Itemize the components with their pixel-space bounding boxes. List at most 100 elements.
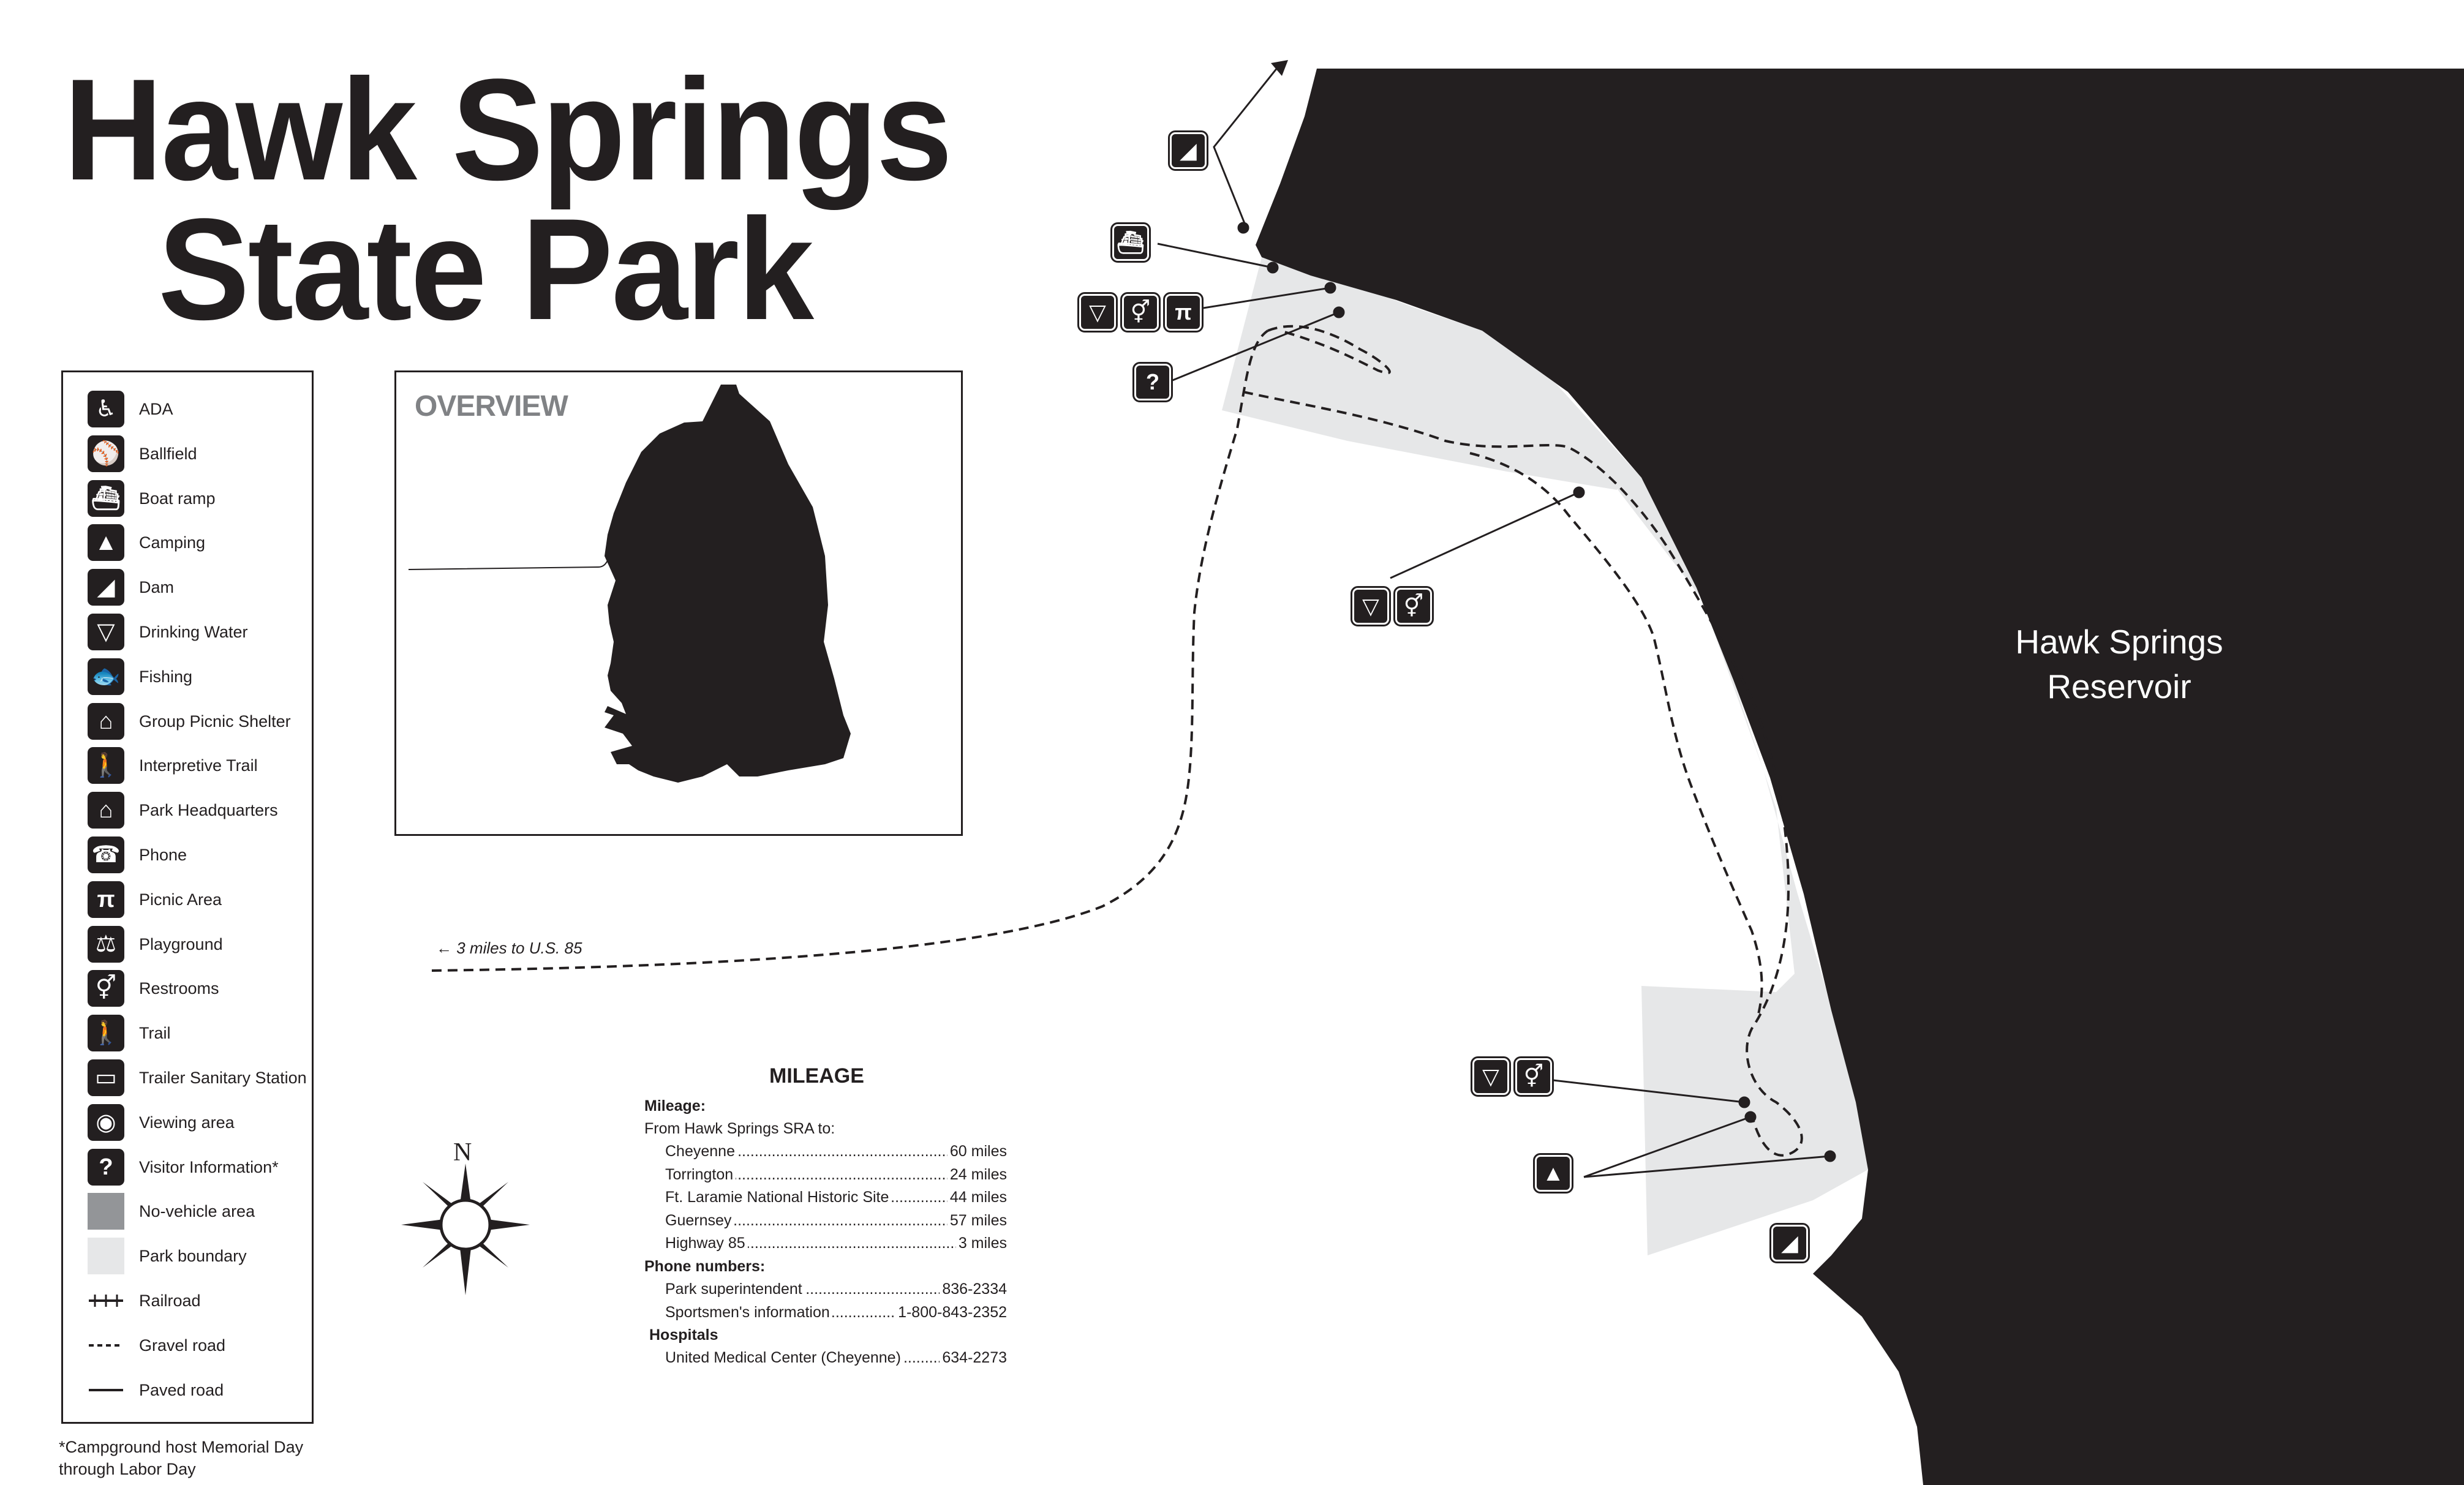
legend-label: Ballfield — [139, 444, 197, 463]
legend-label: Paved road — [139, 1380, 224, 1399]
group-picnic-shelter-icon: ⌂ — [88, 702, 124, 740]
legend-label: Fishing — [139, 667, 193, 686]
paved-road-north — [1213, 64, 1281, 228]
drinking-water-icon: ▽ — [1351, 586, 1391, 626]
ballfield-icon: ⚾ — [88, 435, 124, 472]
phone-name: Park superintendent — [665, 1282, 805, 1297]
park-headquarters-icon: ⌂ — [88, 792, 124, 829]
legend-item: Gravel road — [88, 1327, 308, 1367]
visitor-information-icon: ? — [1132, 362, 1173, 402]
phone-name: Sportsmen's information — [665, 1304, 832, 1320]
camping-icon: ▲ — [88, 524, 124, 562]
legend-label: Dam — [139, 578, 175, 597]
playground-icon: ⚖ — [88, 925, 124, 963]
legend-label: Visitor Information* — [139, 1157, 279, 1176]
overview-map — [408, 385, 851, 783]
destination-name: Highway 85 — [665, 1236, 748, 1251]
park-boundary-area-north — [1222, 257, 1617, 490]
destination-row: ........................................… — [665, 1190, 1007, 1208]
compass-north-label: N — [453, 1138, 472, 1167]
legend-item: Railroad — [88, 1282, 308, 1323]
drinking-water-icon: ▽ — [1471, 1056, 1511, 1097]
destination-row: ........................................… — [665, 1236, 1007, 1254]
ada-icon: ♿ — [88, 391, 124, 427]
legend-footnote: *Campground host Memorial Day through La… — [59, 1438, 304, 1479]
legend-label: Trailer Sanitary Station — [139, 1069, 307, 1087]
mileage-from: From Hawk Springs SRA to: — [644, 1120, 835, 1137]
legend-item: No-vehicle area — [88, 1193, 308, 1233]
mileage-heading: Mileage: — [644, 1097, 706, 1115]
legend-label: Viewing area — [139, 1113, 235, 1132]
overview-road — [408, 522, 617, 570]
legend-label: Interpretive Trail — [139, 756, 258, 775]
park-boundary-area — [1256, 269, 1868, 1255]
overview-label: OVERVIEW — [415, 390, 568, 423]
phone-row: ........................................… — [665, 1304, 1007, 1323]
legend-item: ▲Camping — [88, 524, 308, 565]
legend-item: ◉ Viewing area — [88, 1103, 308, 1145]
legend-label: Park boundary — [139, 1247, 247, 1266]
legend-item: ▭ Trailer Sanitary Station — [88, 1059, 308, 1100]
phone-value: 1-800-843-2352 — [895, 1304, 1007, 1320]
gravel-road-shore — [1243, 391, 1803, 1157]
restrooms-icon: ⚥ — [1513, 1056, 1554, 1097]
leader-lines — [1157, 222, 1836, 1178]
destination-value: 60 miles — [947, 1144, 1007, 1159]
legend-label: Picnic Area — [139, 890, 222, 909]
legend-label: Group Picnic Shelter — [139, 712, 291, 731]
drinking-water-icon: ▽ — [88, 614, 124, 650]
picnic-area-icon: π — [88, 881, 124, 918]
road-note-us85: ← 3 miles to U.S. 85 — [436, 939, 582, 957]
destination-value: 3 miles — [955, 1236, 1007, 1251]
restrooms-icon: ⚥ — [88, 970, 124, 1007]
dam-icon: ◢ — [1769, 1223, 1810, 1263]
overview-reservoir-shape — [605, 385, 851, 783]
destination-value: 24 miles — [947, 1167, 1007, 1182]
legend-item: ♿ ADA — [88, 391, 308, 431]
legend-label: Gravel road — [139, 1336, 226, 1355]
no-vehicle-area-swatch — [88, 1193, 124, 1230]
compass-rose — [401, 1164, 530, 1295]
hospital-value: 634-2273 — [940, 1350, 1007, 1366]
phone-icon: ☎ — [88, 836, 124, 873]
reservoir-label: Hawk Springs Reservoir — [2015, 623, 2223, 705]
destination-row: ........................................… — [665, 1167, 1007, 1186]
boat-ramp-icon: ⛴ — [88, 479, 124, 517]
destination-row: ........................................… — [665, 1212, 1007, 1231]
viewing-area-icon: ◉ — [88, 1103, 124, 1141]
legend-item: ⚖ Playground — [88, 925, 308, 966]
destination-value: 57 miles — [947, 1212, 1007, 1228]
legend-label: Railroad — [139, 1291, 201, 1310]
legend-item: ◢Dam — [88, 569, 308, 609]
paved-road-symbol — [88, 1372, 124, 1408]
destination-name: Cheyenne — [665, 1144, 737, 1159]
legend-label: Trail — [139, 1024, 171, 1043]
picnic-area-icon: π — [1163, 292, 1204, 333]
legend-label: No-vehicle area — [139, 1202, 255, 1221]
interpretive-trail-icon: 🚶 — [88, 747, 124, 784]
phone-row: ........................................… — [665, 1282, 1007, 1300]
legend-item: π Picnic Area — [88, 881, 308, 922]
legend-item: ⌂ Group Picnic Shelter — [88, 702, 308, 743]
legend-item: ⛴Boat ramp — [88, 479, 308, 521]
phone-heading: Phone numbers: — [644, 1258, 766, 1275]
page-title-line-1: Hawk Springs — [64, 49, 952, 211]
legend: ♿ ADA ⚾ Ballfield ⛴Boat ramp▲Camping◢Dam ▽ Dri… — [61, 370, 314, 1424]
legend-label: Drinking Water — [139, 623, 248, 641]
trailer-sanitary-station-icon: ▭ — [88, 1059, 124, 1096]
legend-label: ADA — [139, 400, 173, 418]
fishing-icon: 🐟 — [88, 658, 124, 695]
destination-value: 44 miles — [947, 1190, 1007, 1205]
legend-item: ?Visitor Information* — [88, 1148, 308, 1189]
legend-label: Playground — [139, 934, 223, 953]
legend-label: Phone — [139, 846, 187, 864]
restrooms-icon: ⚥ — [1120, 292, 1161, 333]
gravel-road-main — [431, 329, 1269, 972]
trail-icon: 🚶 — [88, 1015, 124, 1052]
park-boundary-swatch — [88, 1238, 124, 1275]
legend-item: ▽ Drinking Water — [88, 614, 308, 654]
legend-item: 🚶 Interpretive Trail — [88, 747, 308, 788]
camping-icon: ▲ — [1533, 1153, 1573, 1194]
hospitals-heading: Hospitals — [649, 1326, 718, 1344]
